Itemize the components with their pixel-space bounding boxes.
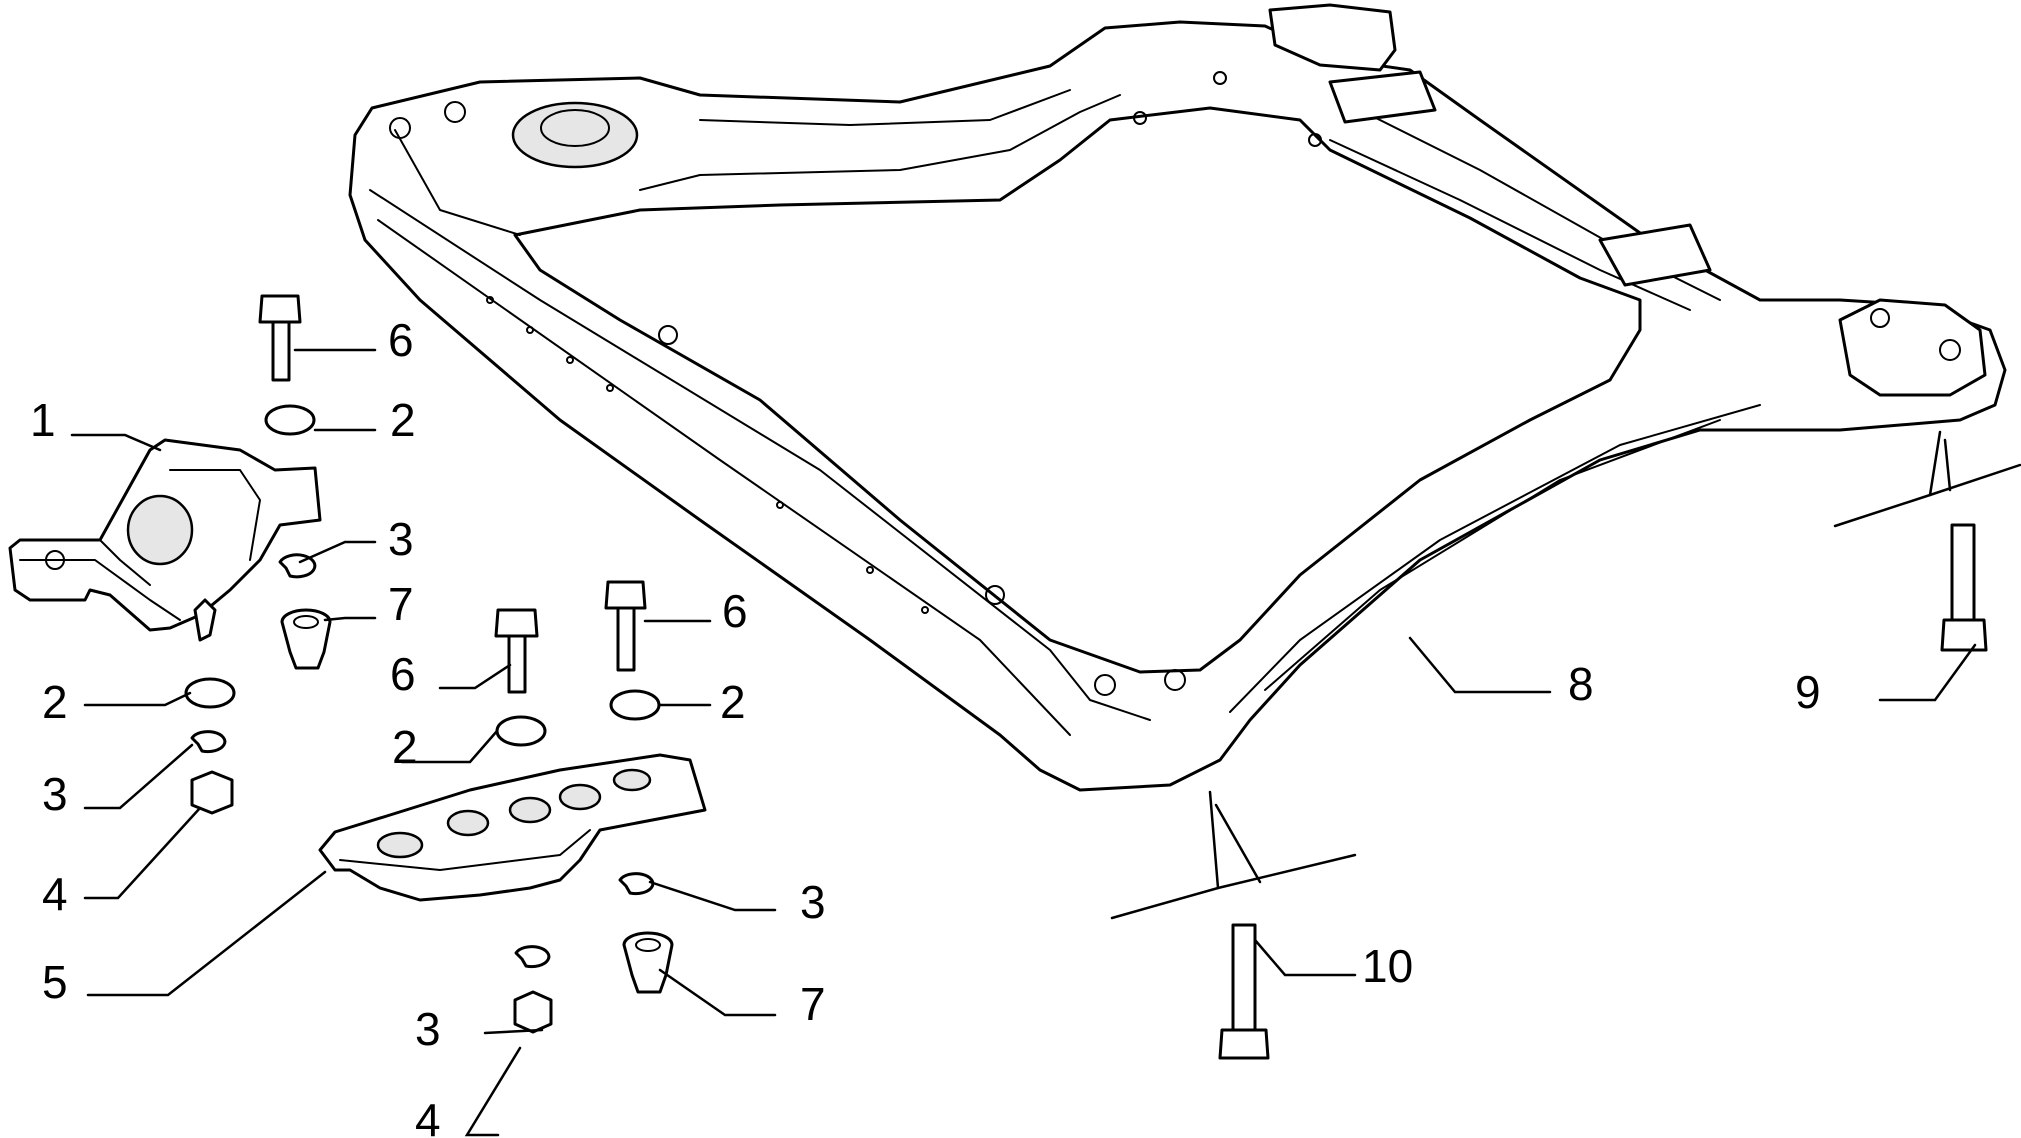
callout-4-left: 4	[42, 868, 68, 920]
washer-2d	[609, 689, 661, 721]
callout-9: 9	[1795, 666, 1821, 718]
front-subframe	[348, 3, 2007, 792]
bolt-10	[1218, 923, 1270, 1060]
leader-lines	[70, 348, 2021, 1137]
callout-3-right: 3	[800, 876, 826, 928]
spring-washer-3b	[190, 730, 227, 754]
callout-5: 5	[42, 956, 68, 1008]
callout-6-mid: 6	[390, 648, 416, 700]
nut-4a	[190, 770, 234, 815]
rubber-bushing-7a	[280, 608, 332, 670]
callout-2-upper: 2	[390, 394, 416, 446]
bolt-6-mid	[494, 608, 539, 694]
callout-10: 10	[1362, 940, 1413, 992]
callout-labels: 1 2 2 2 2 3 3 3 3 4 4 5 6 6 6 7 7 8 9 10	[30, 314, 1821, 1138]
rubber-bushing-7b	[622, 931, 674, 994]
callout-2-left: 2	[42, 676, 68, 728]
spring-washer-3d	[514, 945, 551, 969]
bolt-6-right	[604, 580, 647, 672]
left-mount-bracket	[8, 438, 322, 642]
lower-mount-bracket	[318, 753, 707, 902]
washer-2b	[184, 677, 236, 709]
callout-7-upper: 7	[388, 578, 414, 630]
callout-4-bottom: 4	[415, 1094, 441, 1138]
callout-1: 1	[30, 394, 56, 446]
callout-3-upper: 3	[388, 513, 414, 565]
callout-3-left: 3	[42, 768, 68, 820]
bolt-6-top-left	[258, 294, 302, 382]
callout-3-bottom: 3	[415, 1003, 441, 1055]
washer-2a	[264, 404, 316, 436]
callout-6-right: 6	[722, 585, 748, 637]
spring-washer-3c	[618, 872, 655, 896]
callout-2-mid: 2	[392, 721, 418, 773]
callout-2-right: 2	[720, 676, 746, 728]
callout-7-lower: 7	[800, 978, 826, 1030]
nut-4b	[513, 990, 553, 1034]
callout-8: 8	[1568, 658, 1594, 710]
washer-2c	[495, 715, 547, 747]
bolt-9	[1940, 523, 1988, 652]
callout-6-upper: 6	[388, 314, 414, 366]
